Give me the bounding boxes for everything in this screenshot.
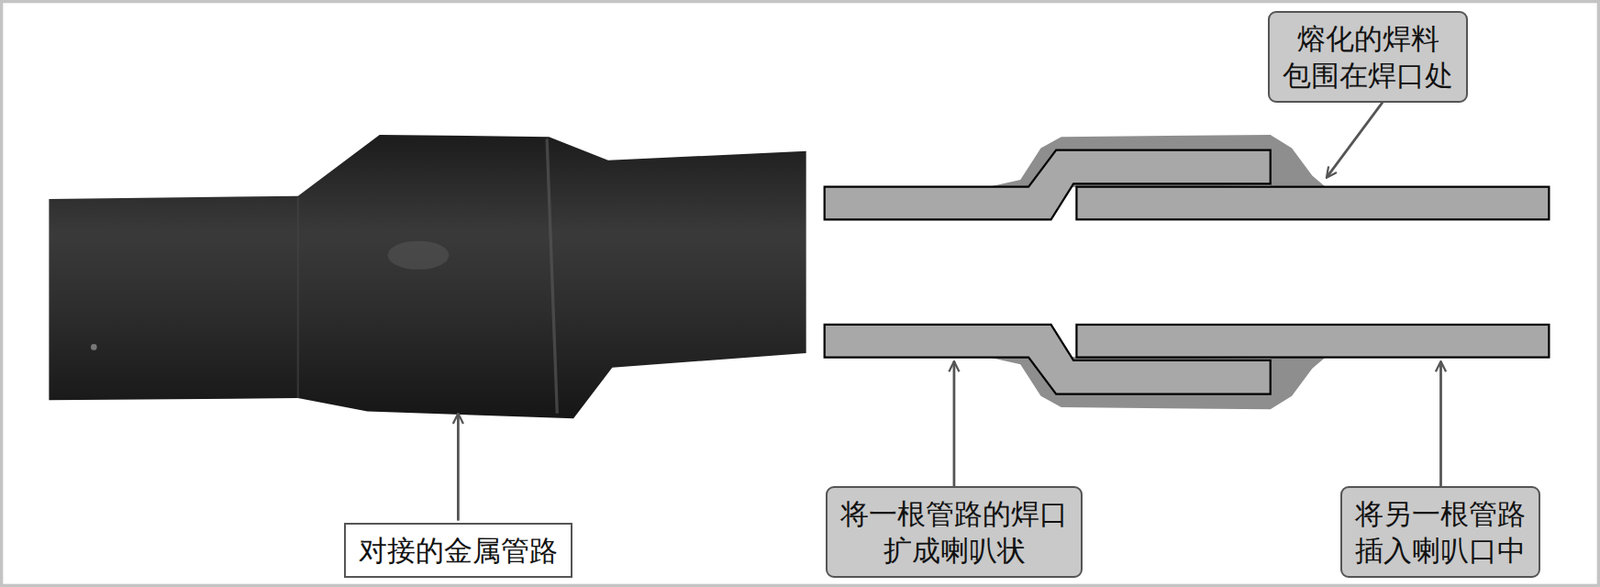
pipe-photo <box>48 134 806 419</box>
leader-line <box>456 413 460 522</box>
callout-box: 将一根管路的焊口 扩成喇叭状 <box>825 486 1083 579</box>
callout-text: 对接的金属管路 <box>358 532 558 569</box>
callout-box: 将另一根管路 插入喇叭口中 <box>1340 486 1541 579</box>
callout-text: 熔化的焊料 包围在焊口处 <box>1282 20 1454 95</box>
callout-box: 熔化的焊料 包围在焊口处 <box>1267 11 1468 104</box>
leader-line <box>1439 361 1443 495</box>
leader-line <box>953 361 956 495</box>
callout-text: 将另一根管路 插入喇叭口中 <box>1355 495 1526 570</box>
leader-line <box>1326 101 1383 178</box>
callout-box: 对接的金属管路 <box>344 522 573 578</box>
callout-text: 将一根管路的焊口 扩成喇叭状 <box>840 495 1068 570</box>
